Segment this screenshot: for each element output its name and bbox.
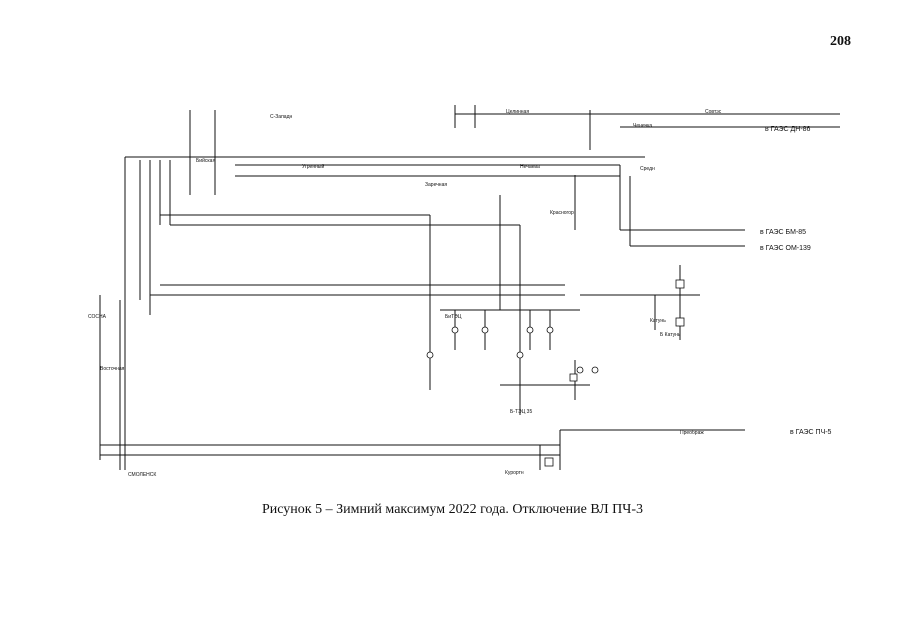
label-katun: Катунь: [650, 318, 666, 324]
label-kurortn: Курортн: [505, 470, 524, 476]
label-gaes-om139: в ГАЭС ОМ-139: [760, 245, 811, 252]
label-b-katun: Б Катунь: [660, 332, 681, 338]
label-sosna: СОСНА: [88, 314, 107, 320]
label-gaes-pch5: в ГАЭС ПЧ-5: [790, 429, 832, 436]
label-celinnaya: Целинная: [506, 109, 529, 115]
label-gaes-dn86: в ГАЭС ДН-86: [765, 126, 811, 133]
label-bitgu: БиТЭЦ: [445, 314, 462, 320]
equipment-symbols: [426, 279, 685, 467]
label-beysk: Бийская: [196, 157, 215, 164]
label-gaes-bm85: в ГАЭС БМ-85: [760, 229, 806, 236]
label-sredn: Средн: [640, 166, 655, 172]
label-vosrosh: Восточная: [100, 366, 125, 372]
page-number: 208: [830, 34, 851, 49]
label-s-zapad: С-Западн: [270, 114, 292, 120]
station-labels: в ГАЭС ДН-86 в ГАЭС БМ-85 в ГАЭС ОМ-139 …: [88, 109, 832, 478]
label-nechaeva: Нечаева: [520, 164, 540, 170]
figure-caption: Рисунок 5 – Зимний максимум 2022 года. О…: [261, 502, 643, 517]
buses: [99, 105, 840, 470]
label-vagrenny: Угренный: [302, 163, 324, 170]
label-preobrag: Преображ: [680, 430, 704, 436]
label-smolensk: СМОЛЕНСК: [128, 472, 156, 478]
label-krasnog: Красногор: [550, 210, 574, 216]
label-b-tec35: Б-ТЭЦ 35: [510, 409, 532, 415]
label-chechenka: Ченечка: [633, 123, 652, 129]
label-sovtyes: Совтэс: [705, 109, 722, 115]
label-zarechnaya: Заречная: [425, 182, 447, 188]
